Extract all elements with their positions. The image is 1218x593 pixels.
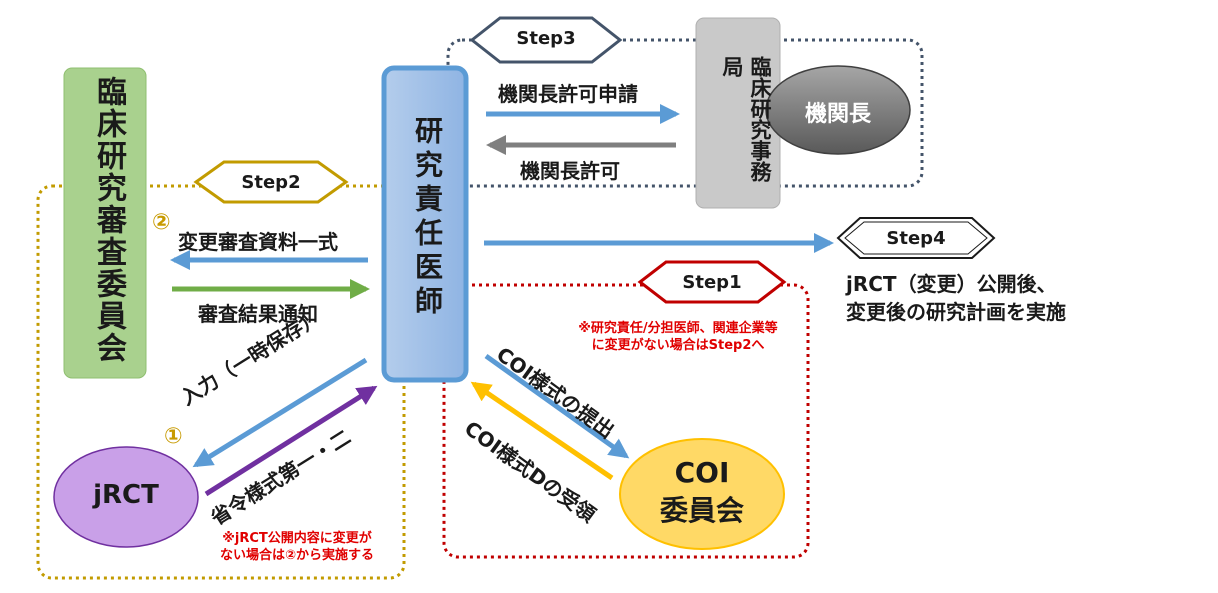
investigator-box	[381, 65, 469, 383]
step4-description: jRCT（変更）公開後、 変更後の研究計画を実施	[846, 270, 1066, 326]
step1-hexagon	[637, 260, 787, 304]
coi-ellipse	[619, 438, 785, 550]
jrct-ellipse	[53, 446, 199, 548]
jrct-note-line2: ない場合は②から実施する	[219, 548, 374, 563]
step1-group-box	[442, 283, 810, 559]
step2-circle-number: ②	[152, 210, 171, 235]
request-label: 機関長許可申請	[498, 82, 638, 106]
step1-label: Step1	[682, 272, 742, 293]
step3-hexagon	[469, 16, 623, 64]
committee-box	[63, 67, 147, 379]
step1-note: ※研究責任/分担医師、関連企業等 に変更がない場合はStep2へ	[546, 320, 810, 354]
arrow-coi-receive	[470, 381, 614, 481]
step4-hexagon-inner	[844, 221, 988, 255]
jrct-label: jRCT	[93, 480, 159, 510]
coi-label-line1: COI	[674, 456, 730, 489]
step2-hexagon	[193, 160, 349, 204]
arrow-jrct-input	[192, 357, 368, 468]
jrct-note: ※jRCT公開内容に変更が ない場合は②から実施する	[196, 530, 398, 564]
permission-label: 機関長許可	[520, 159, 620, 183]
step3-label: Step3	[516, 28, 576, 49]
coi-label-line2: 委員会	[659, 494, 744, 527]
investigator-label: 研究責任医師	[411, 116, 444, 320]
step4-label: Step4	[886, 228, 946, 249]
office-label: 臨床研究事務局	[720, 56, 772, 182]
step4-description-line1: jRCT（変更）公開後、	[846, 272, 1057, 296]
step1-note-line1: ※研究責任/分担医師、関連企業等	[578, 321, 778, 336]
committee-label: 臨床研究審査委員会	[91, 76, 126, 364]
arrow-jrct-forms	[204, 385, 378, 497]
coi-label: COI 委員会	[640, 454, 764, 530]
step4-description-line2: 変更後の研究計画を実施	[846, 300, 1066, 324]
director-ellipse	[765, 65, 911, 155]
arrow-coi-submit	[484, 353, 630, 459]
jrct-note-line1: ※jRCT公開内容に変更が	[222, 531, 372, 546]
step4-hexagon	[836, 217, 996, 259]
submit-review-label: 変更審査資料一式	[178, 230, 338, 254]
jrct-circle-number: ①	[164, 424, 183, 449]
step2-label: Step2	[241, 172, 301, 193]
director-label: 機関長	[804, 102, 871, 127]
step1-note-line2: に変更がない場合はStep2へ	[591, 338, 765, 353]
review-result-label: 審査結果通知	[198, 302, 318, 326]
